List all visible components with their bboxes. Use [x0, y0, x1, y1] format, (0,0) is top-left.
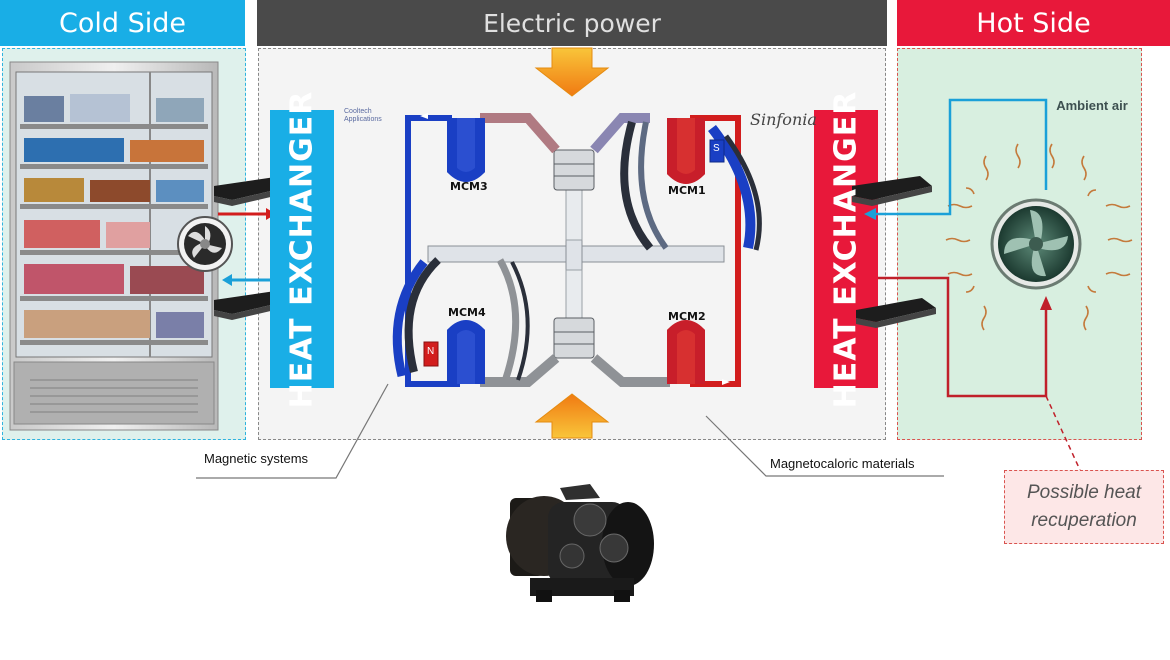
mcm3-label: MCM3 — [450, 180, 488, 193]
heat-exchanger-right-bar — [814, 110, 878, 388]
power-arrow-down — [534, 47, 610, 97]
heat-exchanger-right-label: HEAT EXCHANGER — [828, 90, 864, 408]
hot-side-fan — [945, 143, 1133, 331]
magnet-south-label: S — [713, 143, 720, 154]
cold-side-header: Cold Side — [0, 0, 245, 46]
heat-exchanger-left-label: HEAT EXCHANGER — [284, 90, 320, 408]
magnetic-systems-label: Magnetic systems — [204, 451, 309, 466]
heat-recuperation-box: Possible heat recuperation — [1004, 470, 1164, 544]
sinfonia-signature: Sinfonia — [750, 110, 817, 129]
motor-image — [506, 484, 654, 602]
mcm1-label: MCM1 — [668, 184, 706, 197]
heat-exchanger-left-bar — [270, 110, 334, 388]
electric-power-header: Electric power — [257, 0, 887, 46]
magnetocaloric-materials-label: Magnetocaloric materials — [770, 456, 915, 471]
callout-lines — [196, 383, 944, 479]
hot-side-exchanger-unit — [852, 176, 936, 328]
magnet-north-label: N — [427, 346, 435, 357]
hot-side-header: Hot Side — [897, 0, 1170, 46]
power-arrow-up — [534, 393, 610, 439]
mcm4-label: MCM4 — [448, 306, 486, 319]
magnetocaloric-machine-schematic — [392, 113, 762, 387]
hot-side-air-lines — [864, 98, 1081, 471]
mcm2-label: MCM2 — [668, 310, 706, 323]
ambient-air-label: Ambient air — [1056, 98, 1128, 113]
